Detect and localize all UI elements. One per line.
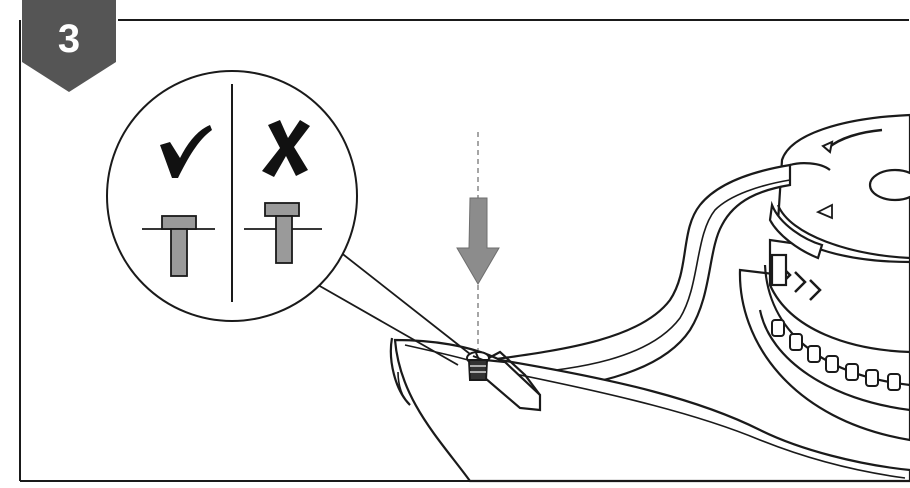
step-number: 3 [58,17,80,61]
cross-icon [262,120,310,177]
screw [466,351,490,381]
trimmer-head [738,113,910,442]
check-icon [160,125,212,178]
bolt-correct [142,215,215,277]
detail-callout [106,70,358,322]
down-arrow-icon [456,197,500,285]
spool-ridges [771,319,901,391]
bolt-incorrect [244,202,322,264]
step-badge: 3 [22,0,116,92]
callout-leader [317,247,471,366]
